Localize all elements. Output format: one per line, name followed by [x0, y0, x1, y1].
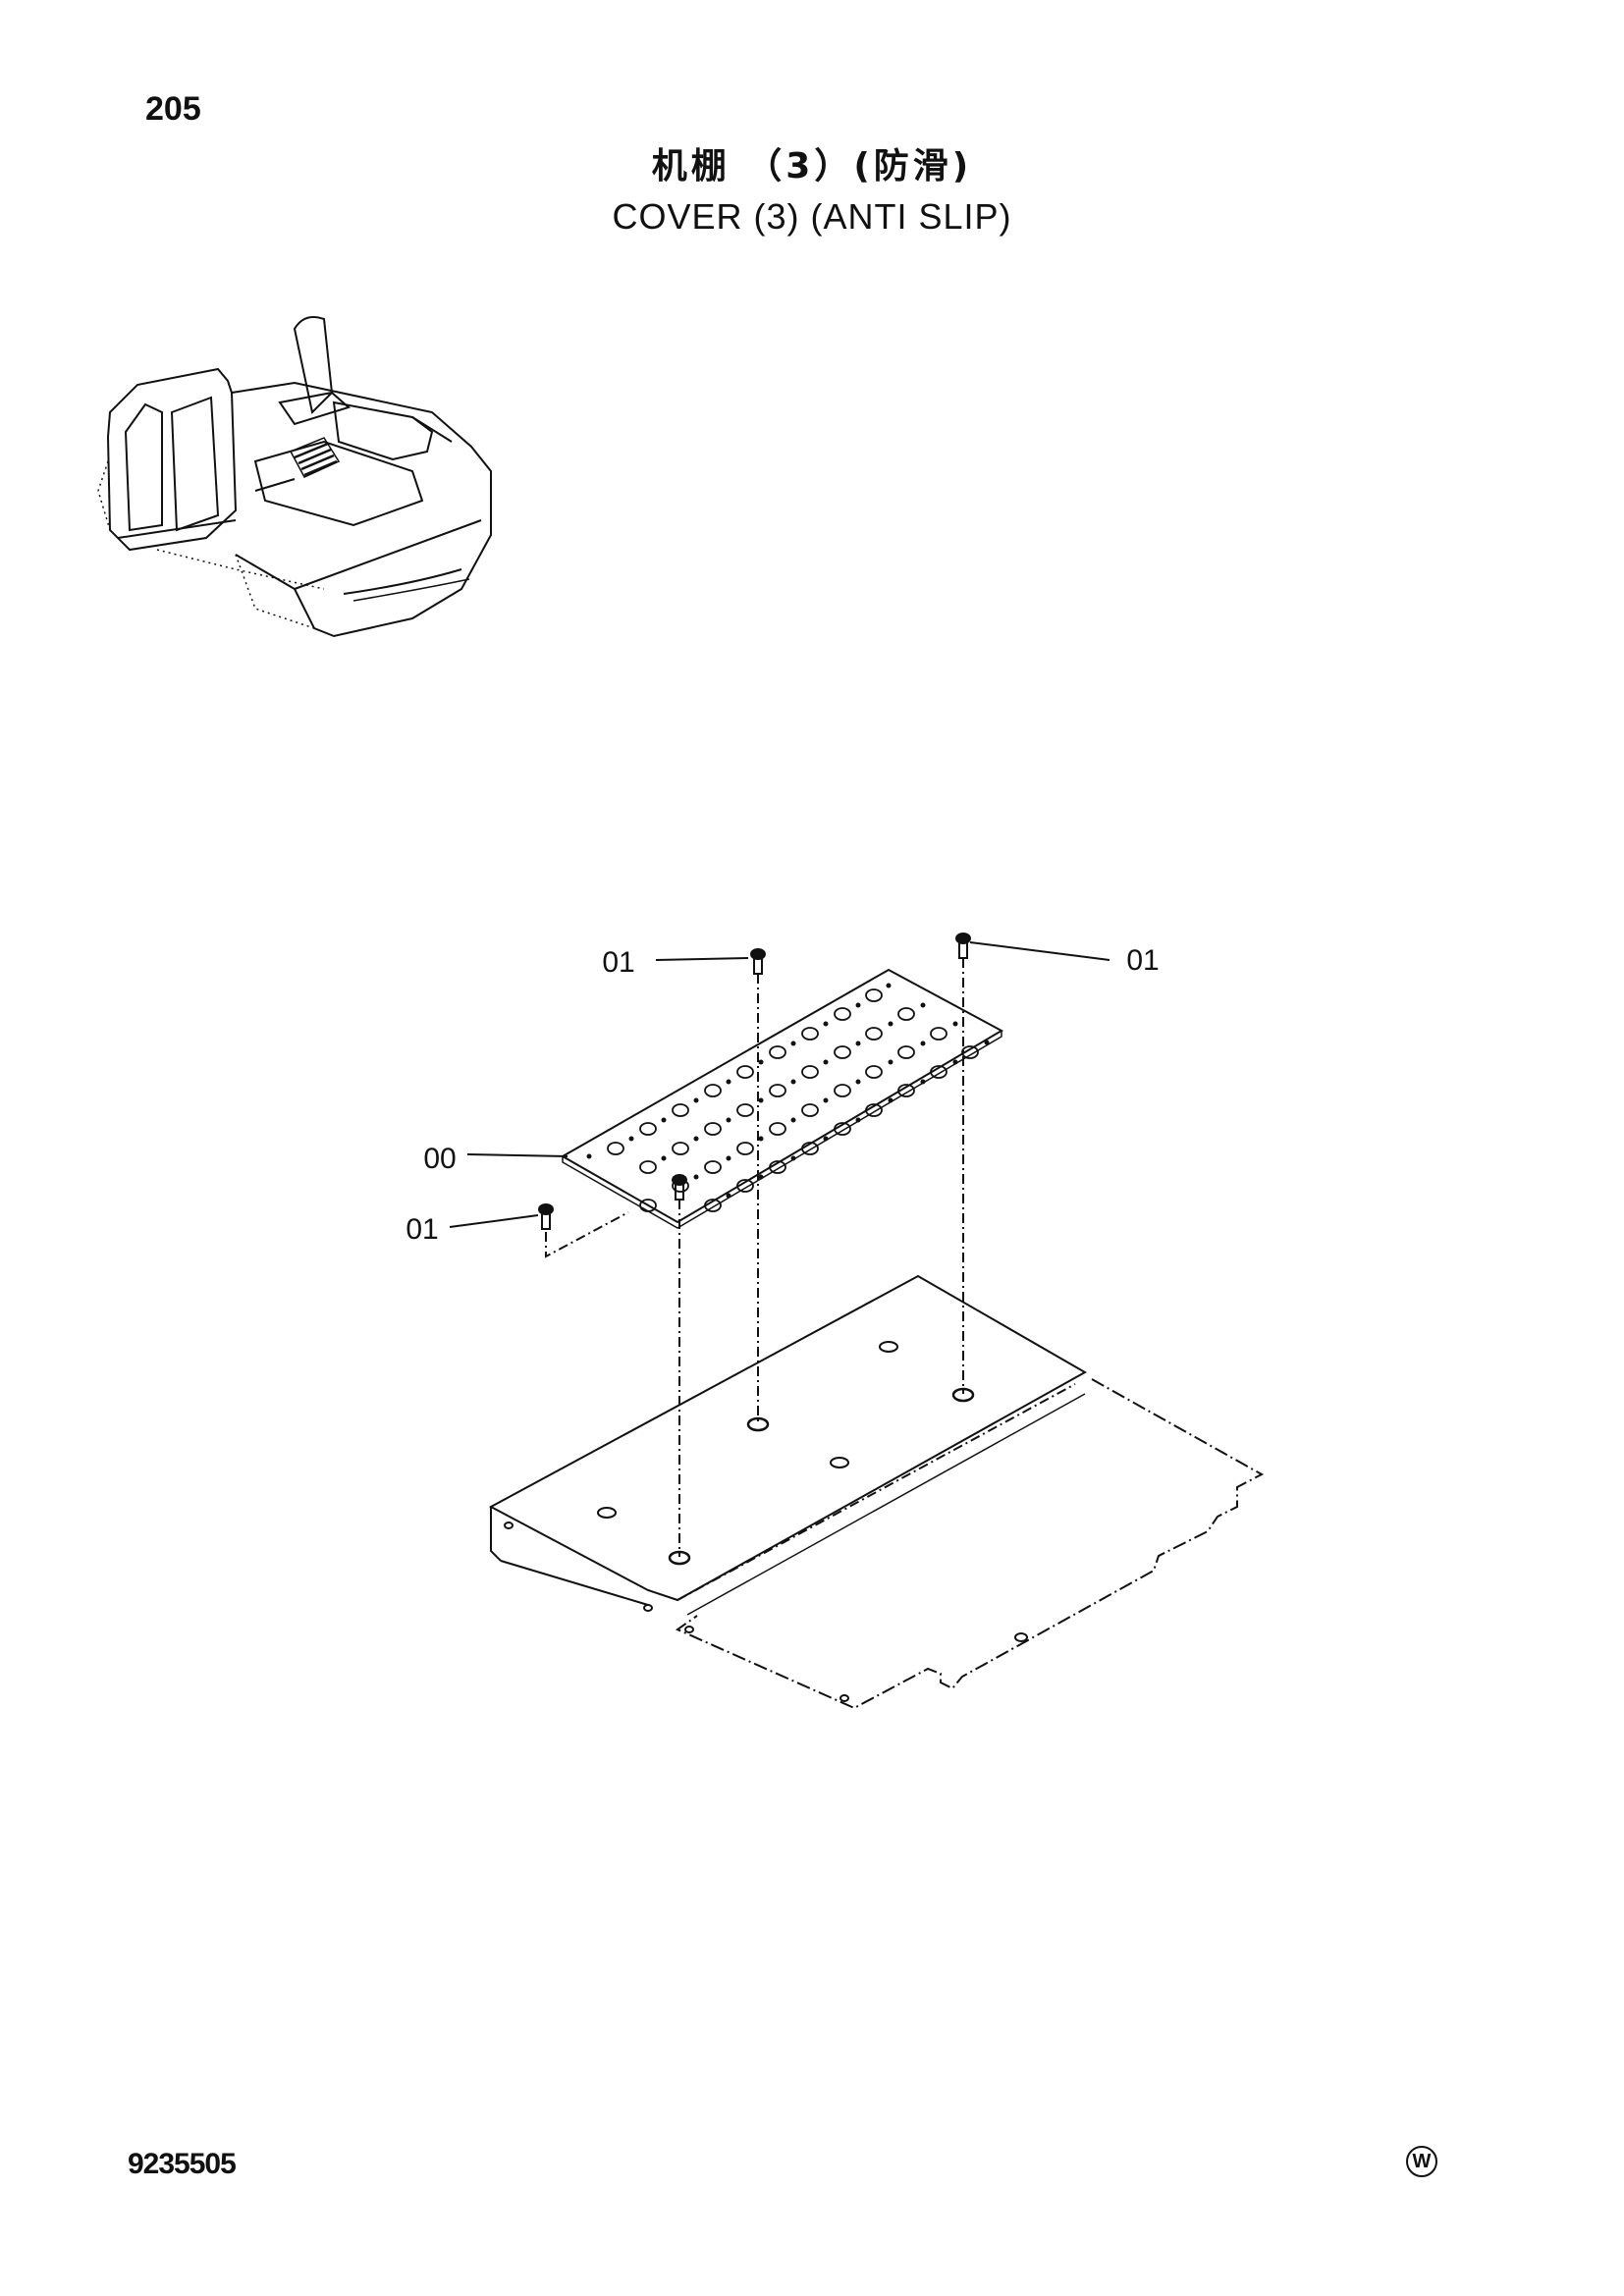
excavator-thumbnail	[97, 316, 492, 638]
callout-top-right: 01	[1126, 944, 1159, 977]
leader-lines	[449, 941, 1110, 1228]
floor-cover-plate	[488, 1274, 1265, 1710]
page-number: 205	[145, 90, 201, 128]
bolt-top-right	[955, 933, 971, 1394]
bolt-top-left	[750, 948, 766, 1425]
title-chinese: 机棚 （3）(防滑)	[651, 146, 973, 187]
callout-bottom-left: 01	[406, 1213, 438, 1246]
title-block: 机棚 （3）(防滑) COVER (3) (ANTI SLIP)	[0, 137, 1624, 238]
title-english: COVER (3) (ANTI SLIP)	[612, 196, 1012, 237]
callout-plate: 00	[423, 1143, 456, 1175]
callout-top-left: 01	[602, 946, 634, 979]
w-mark-icon: W	[1406, 2146, 1437, 2177]
bolt-loose-left	[538, 1203, 629, 1258]
anti-slip-plate	[560, 968, 1004, 1229]
drawing-code: 9235505	[128, 2148, 237, 2180]
bolt-plate-front	[672, 1174, 687, 1557]
